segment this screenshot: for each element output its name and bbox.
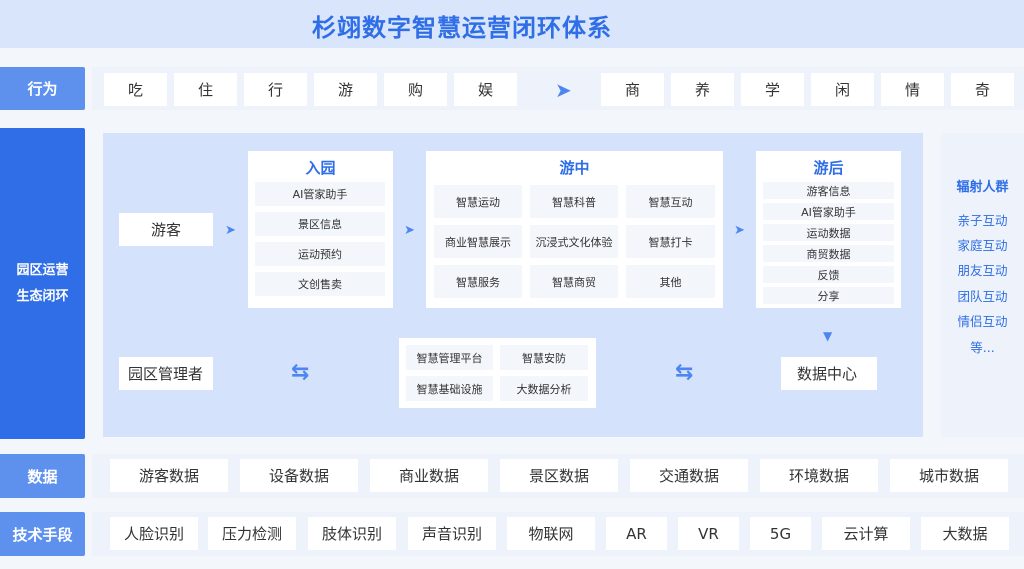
label-data-text: 数据	[27, 467, 58, 486]
behavior-chip: 行	[244, 73, 307, 106]
arrow-right-icon: ➤	[225, 223, 236, 238]
behavior-chip: 学	[741, 73, 804, 106]
arrow-right-icon: ➤	[734, 223, 745, 238]
exchange-arrows-icon: ⇆	[291, 360, 310, 385]
platform-item: 智慧管理平台	[406, 345, 493, 370]
tech-chip: AR	[606, 517, 667, 550]
behavior-chip: 吃	[104, 73, 167, 106]
radiate-item: 等...	[970, 340, 995, 355]
card-after-item: 游客信息	[763, 182, 894, 199]
radiate-item: 亲子互动	[957, 213, 1008, 228]
manager-box: 园区管理者	[119, 357, 213, 390]
page-title: 杉翊数字智慧运营闭环体系	[312, 14, 612, 42]
behavior-chip: 奇	[951, 73, 1014, 106]
card-before-item: 运动预约	[255, 242, 385, 266]
card-during-item: 智慧互动	[626, 185, 715, 218]
radiate-panel	[941, 133, 1024, 437]
behavior-chip: 商	[601, 73, 664, 106]
radiate-item: 家庭互动	[957, 238, 1008, 253]
card-after: 游后 游客信息 AI管家助手 运动数据 商贸数据 反馈 分享	[756, 151, 901, 308]
tech-chip: 云计算	[822, 517, 910, 550]
card-before-item: AI管家助手	[255, 182, 385, 206]
data-chip: 环境数据	[760, 459, 878, 492]
tech-chip: 物联网	[507, 517, 595, 550]
behavior-chip: 游	[314, 73, 377, 106]
data-chip: 城市数据	[890, 459, 1008, 492]
radiate-item: 团队互动	[957, 289, 1008, 304]
card-during-item: 智慧服务	[434, 265, 522, 298]
label-operations-line2: 生态闭环	[16, 288, 69, 304]
arrow-right-icon: ➤	[404, 223, 415, 238]
label-tech-text: 技术手段	[12, 525, 73, 544]
card-after-item: 商贸数据	[763, 245, 894, 262]
label-data: 数据	[0, 454, 85, 498]
platform-item: 智慧安防	[500, 345, 588, 370]
tech-chip: 人脸识别	[110, 517, 198, 550]
tech-chip: 声音识别	[408, 517, 496, 550]
tech-chip: 大数据	[921, 517, 1009, 550]
card-after-item: 反馈	[763, 266, 894, 283]
data-chip: 景区数据	[500, 459, 618, 492]
visitor-box: 游客	[119, 213, 213, 246]
platform-card: 智慧管理平台 智慧安防 智慧基础设施 大数据分析	[399, 338, 596, 408]
card-during-item: 智慧运动	[434, 185, 522, 218]
card-during-item: 沉浸式文化体验	[530, 225, 618, 258]
data-chip: 游客数据	[110, 459, 228, 492]
card-after-title: 游后	[813, 159, 844, 177]
card-during: 游中 智慧运动 智慧科普 智慧互动 商业智慧展示 沉浸式文化体验 智慧打卡 智慧…	[426, 151, 723, 308]
radiate-title: 辐射人群	[956, 180, 1009, 195]
tech-chip: VR	[678, 517, 739, 550]
behavior-chip: 住	[174, 73, 237, 106]
card-during-item: 智慧打卡	[626, 225, 715, 258]
title-band	[0, 0, 1024, 48]
label-operations-line1: 园区运营	[16, 262, 69, 278]
data-chip: 商业数据	[370, 459, 488, 492]
platform-item: 智慧基础设施	[406, 376, 493, 401]
behavior-chip: 闲	[811, 73, 874, 106]
label-operations: 园区运营 生态闭环	[0, 128, 85, 439]
behavior-chip: 养	[671, 73, 734, 106]
card-during-item: 其他	[626, 265, 715, 298]
behavior-chip: 情	[881, 73, 944, 106]
card-during-item: 商业智慧展示	[434, 225, 522, 258]
label-tech: 技术手段	[0, 512, 85, 556]
card-after-item: AI管家助手	[763, 203, 894, 220]
card-before-item: 景区信息	[255, 212, 385, 236]
arrow-down-icon: ▼	[823, 329, 833, 343]
data-chip: 交通数据	[630, 459, 748, 492]
platform-item: 大数据分析	[500, 376, 588, 401]
exchange-arrows-icon: ⇆	[675, 360, 694, 385]
card-during-item: 智慧科普	[530, 185, 618, 218]
tech-chip: 5G	[750, 517, 811, 550]
label-behavior: 行为	[0, 67, 85, 110]
card-before-item: 文创售卖	[255, 272, 385, 296]
card-after-item: 运动数据	[763, 224, 894, 241]
behavior-chip: 娱	[454, 73, 517, 106]
card-during-title: 游中	[559, 159, 590, 177]
behavior-chip: 购	[384, 73, 447, 106]
card-after-item: 分享	[763, 287, 894, 304]
radiate-item: 朋友互动	[957, 263, 1008, 278]
label-behavior-text: 行为	[27, 80, 58, 98]
tech-chip: 压力检测	[208, 517, 296, 550]
data-center-box: 数据中心	[781, 357, 877, 390]
data-chip: 设备数据	[240, 459, 358, 492]
arrow-right-icon: ➤	[555, 78, 572, 102]
card-during-item: 智慧商贸	[530, 265, 618, 298]
radiate-item: 情侣互动	[957, 314, 1008, 329]
card-before-title: 入园	[305, 159, 336, 177]
card-before: 入园 AI管家助手 景区信息 运动预约 文创售卖	[248, 151, 393, 308]
tech-chip: 肢体识别	[308, 517, 396, 550]
